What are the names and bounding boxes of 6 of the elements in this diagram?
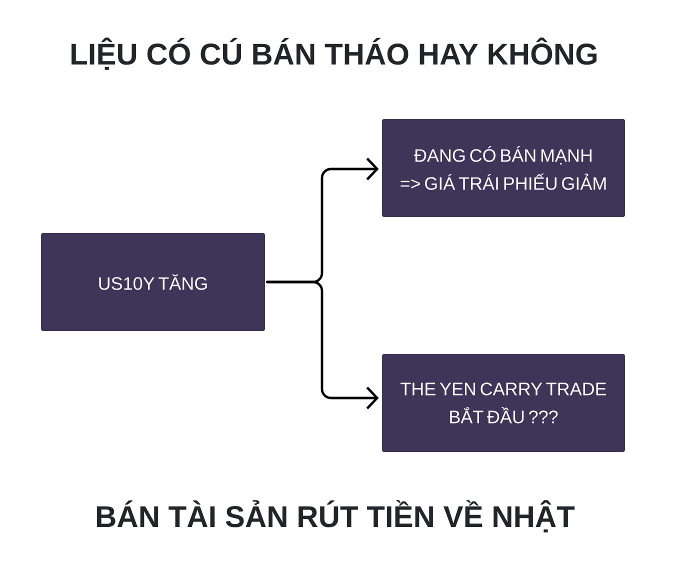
- process-box: THE YEN CARRY TRADE BẮT ĐẦU ???: [382, 354, 625, 452]
- process-box: ĐANG CÓ BÁN MẠNH => GIÁ TRÁI PHIẾU GIẢM: [382, 119, 625, 217]
- arrow: [266, 280, 379, 410]
- title: LIỆU CÓ CÚ BÁN THÁO HAY KHÔNG: [72, 38, 597, 70]
- process-box: US10Y TĂNG: [41, 233, 265, 331]
- caption: BÁN TÀI SẢN RÚT TIỀN VỀ NHẬT: [97, 500, 575, 532]
